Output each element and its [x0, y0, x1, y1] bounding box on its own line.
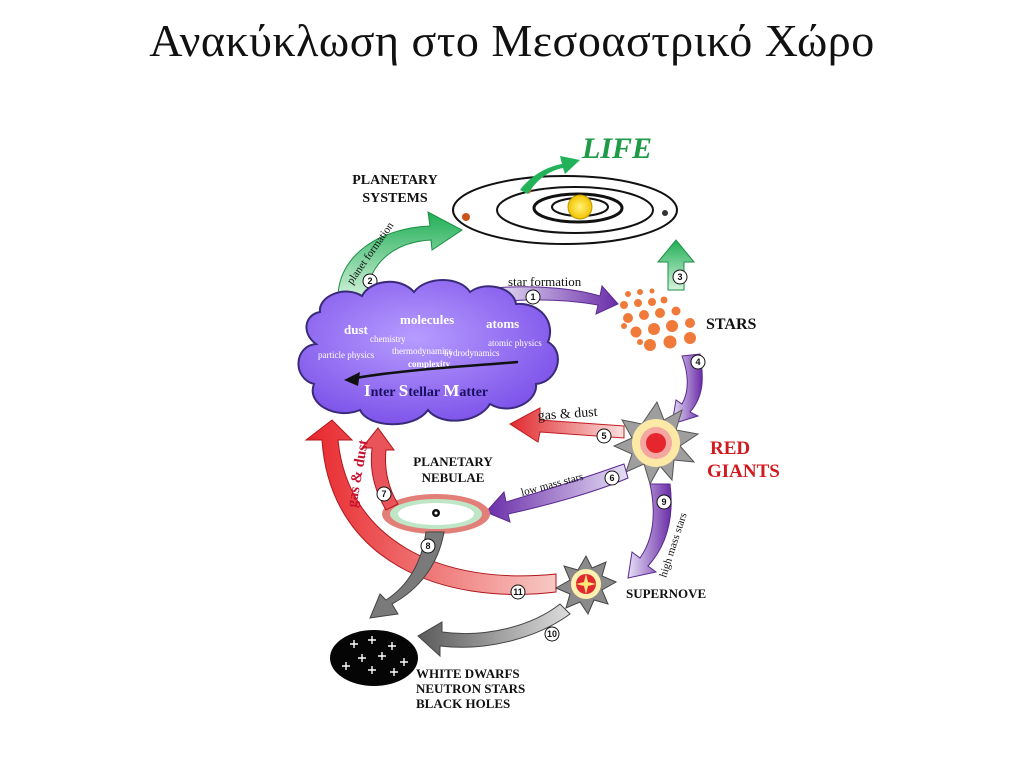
step-10-badge: 10: [547, 629, 557, 639]
planetary-systems-label-1: PLANETARY: [352, 173, 438, 188]
step-8-badge: 8: [425, 541, 430, 551]
nebulae-to-remnants-arrow: [369, 531, 445, 619]
step-9-badge: 9: [661, 497, 666, 507]
step-1-badge: 1: [530, 292, 535, 302]
remnants-label-2: NEUTRON STARS: [416, 681, 525, 696]
step-7-badge: 7: [381, 489, 386, 499]
ism-atoms: atoms: [486, 316, 519, 331]
step-6-badge: 6: [609, 473, 614, 483]
supernova-icon: [554, 554, 618, 616]
slide-title: Ανακύκλωση στο Μεσοαστρικό Χώρο: [149, 15, 875, 66]
remnants-label-1: WHITE DWARFS: [416, 666, 520, 681]
star-formation-label: star formation: [508, 274, 582, 289]
red-giants-label-1: RED: [710, 438, 750, 459]
stars-to-redgiants-arrow: [671, 353, 703, 425]
gas-dust-label-big: gas & dust: [344, 439, 372, 509]
gas-dust-label-5: gas & dust: [537, 405, 598, 424]
supernova-to-remnants-arrow: [417, 603, 571, 658]
life-label: LIFE: [581, 132, 652, 165]
step-3-badge: 3: [677, 272, 682, 282]
life-arrow: [520, 156, 580, 194]
ism-complexity: complexity: [408, 359, 450, 369]
stars-label: STARS: [706, 316, 756, 333]
step-4-badge: 4: [695, 357, 700, 367]
ism-atomic-physics: atomic physics: [488, 338, 542, 348]
supernove-label: SUPERNOVE: [626, 586, 706, 601]
planetary-system-graphic: [452, 175, 678, 245]
stars-to-planets-arrow: [656, 239, 696, 291]
ism-molecules: molecules: [400, 312, 454, 327]
planetary-nebulae-label-2: NEBULAE: [422, 470, 485, 485]
ism-thermodynamics: thermodynamics: [392, 346, 452, 356]
planetary-nebulae-label-1: PLANETARY: [413, 454, 493, 469]
red-giants-label-2: GIANTS: [707, 461, 780, 482]
ism-cloud: dust molecules atoms chemistry thermodyn…: [297, 279, 559, 426]
supernova-gas-dust-arrow: [304, 419, 557, 595]
step-11-badge: 11: [513, 587, 523, 597]
step-5-badge: 5: [601, 431, 606, 441]
complexity-arrow: [355, 360, 519, 380]
ism-particle-physics: particle physics: [318, 350, 375, 360]
remnants-label-3: BLACK HOLES: [416, 696, 510, 711]
planetary-systems-label-2: SYSTEMS: [362, 191, 428, 206]
ism-name: Inter Stellar Matter: [364, 381, 488, 400]
stars-cluster-icon: [620, 288, 696, 351]
red-giant-icon: [612, 400, 700, 486]
remnants-icon: [330, 630, 418, 686]
planetary-nebula-icon: [382, 494, 490, 534]
step-2-badge: 2: [367, 276, 372, 286]
ism-hydrodynamics: hydrodynamics: [444, 348, 500, 358]
ism-dust: dust: [344, 322, 369, 337]
ism-chemistry: chemistry: [370, 334, 406, 344]
low-mass-stars-arrow: [485, 463, 629, 523]
sun-icon: [567, 194, 593, 220]
